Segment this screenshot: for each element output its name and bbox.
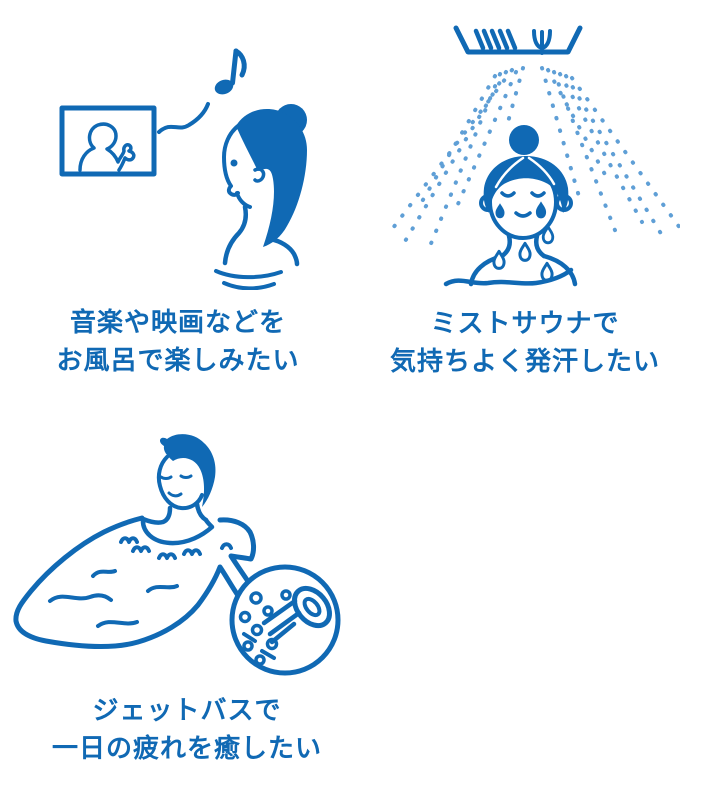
closed-eye <box>159 475 173 480</box>
jet-bath-illustration <box>13 434 341 676</box>
jet-stream <box>267 610 302 637</box>
hair-bun <box>509 125 539 155</box>
jet-nozzle-icon <box>292 585 332 629</box>
eye <box>230 159 238 167</box>
water-lines <box>214 269 283 290</box>
bathing-woman-figure <box>222 104 307 267</box>
caption-line: ミストサウナで <box>430 308 620 338</box>
feature-card-jet-bath: ジェットバスで 一日の疲れを癒したい <box>13 420 347 767</box>
caption-mist-sauna: ミストサウナで 気持ちよく発汗したい <box>365 304 685 380</box>
feature-card-mist-sauna: ミストサウナで 気持ちよく発汗したい <box>365 10 685 380</box>
music-note-icon <box>214 48 247 95</box>
closed-eye <box>500 191 516 198</box>
hair <box>160 434 216 507</box>
smile <box>167 491 183 498</box>
bubble <box>238 610 252 624</box>
sound-wave-line <box>157 102 210 134</box>
tv-icon <box>59 105 157 177</box>
ear <box>253 167 266 183</box>
face-profile <box>222 124 240 197</box>
caption-line: 音楽や映画などを <box>69 307 286 337</box>
caption-line: 一日の疲れを癒したい <box>51 733 322 763</box>
mist-spray-dots <box>391 66 680 248</box>
bathtub-rim <box>217 517 256 592</box>
bathing-man-figure <box>140 434 216 546</box>
mist-sprayer-icon <box>453 25 583 55</box>
caption-line: ジェットバスで <box>92 695 282 725</box>
feature-card-bath-entertainment: 音楽や映画などを お風呂で楽しみたい <box>18 20 338 379</box>
bubble <box>242 640 254 652</box>
caption-bath-entertainment: 音楽や映画などを お風呂で楽しみたい <box>18 303 338 379</box>
face <box>156 455 204 511</box>
bubble <box>254 654 266 666</box>
mist-sauna-illustration <box>391 25 680 287</box>
caption-line: 気持ちよく発汗したい <box>389 346 660 376</box>
bubble <box>280 589 292 601</box>
bubble <box>265 637 279 651</box>
hair <box>236 109 307 247</box>
bubble <box>249 591 263 605</box>
bubble <box>250 623 264 637</box>
caption-jet-bath: ジェットバスで 一日の疲れを癒したい <box>27 691 347 767</box>
bath-tv-music-illustration <box>59 48 307 290</box>
smile <box>514 211 532 218</box>
hair <box>483 156 569 213</box>
jet-stream <box>261 598 298 626</box>
bubble <box>262 605 274 617</box>
jet-nozzle-closeup <box>229 564 341 676</box>
closed-eye <box>530 191 546 198</box>
water-line <box>443 267 574 287</box>
caption-line: お風呂で楽しみたい <box>56 345 300 375</box>
water-ripples <box>48 536 233 628</box>
bathtub-rim <box>13 515 240 650</box>
closed-eye <box>179 474 193 479</box>
